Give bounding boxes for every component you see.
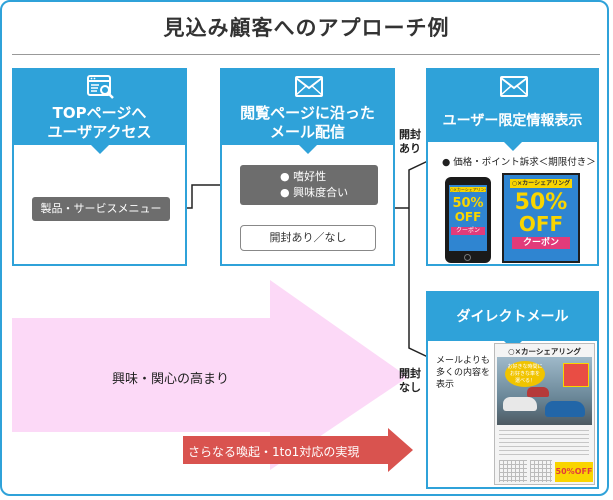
phone-screen: ○×カーシェアリング 50% OFF クーポン bbox=[449, 185, 487, 251]
browser-search-icon bbox=[87, 75, 114, 99]
connector-open bbox=[408, 159, 431, 208]
step-4-title: ダイレクトメール bbox=[456, 309, 569, 325]
step-2-title-line2: メール配信 bbox=[269, 123, 345, 141]
connector-unopened bbox=[408, 208, 431, 359]
flyer-header: ○×カーシェアリング bbox=[508, 347, 581, 356]
branch-unopened-line2: なし bbox=[399, 381, 421, 394]
flyer-sub3: 選べる！ bbox=[514, 378, 535, 384]
coupon-banner: ○×カーシェアリング 50% OFF クーポン bbox=[502, 173, 580, 263]
step-1-pointer bbox=[90, 145, 109, 154]
flyer-grid-1 bbox=[499, 460, 527, 482]
flyer-car-red bbox=[527, 387, 549, 397]
banner-badge: ○×カーシェアリング bbox=[510, 179, 572, 188]
banner-off: OFF bbox=[518, 212, 564, 236]
step-3-header: ユーザー限定情報表示 bbox=[428, 70, 597, 151]
interest-arrow-label: 興味・関心の高まり bbox=[112, 372, 230, 387]
step-email-delivery: 閲覧ページに沿った メール配信 ● 嗜好性 ● 興味度合い 開封あり／なし bbox=[220, 68, 395, 266]
mail-icon bbox=[295, 76, 323, 97]
phone-home-button bbox=[464, 254, 471, 261]
direct-mail-caption-line2: 多くの内容を bbox=[436, 368, 491, 378]
step-top-page-access: TOPページへ ユーザアクセス 製品・サービスメニュー bbox=[12, 68, 187, 266]
phone-off: OFF bbox=[454, 210, 482, 224]
branch-opened-line1: 開封 bbox=[399, 128, 421, 141]
branch-unopened-label: 開封 なし bbox=[399, 367, 421, 395]
bullet-interest-level: ● 興味度合い bbox=[280, 186, 349, 199]
red-arrow-label: さらなる喚起・1to1対応の実現 bbox=[188, 445, 360, 459]
bullet-preference: ● 嗜好性 bbox=[280, 170, 327, 183]
smartphone-mockup: ○×カーシェアリング 50% OFF クーポン bbox=[445, 177, 491, 263]
direct-mail-flyer: ○×カーシェアリング お好きな時間に お好きな車を 選べる！ 50%OFF bbox=[494, 343, 595, 485]
step-1-header: TOPページへ ユーザアクセス bbox=[14, 70, 185, 154]
branch-opened-line2: あり bbox=[399, 142, 421, 155]
phone-coupon: クーポン bbox=[451, 227, 485, 235]
banner-discount: 50% bbox=[514, 190, 568, 215]
branch-opened-label: 開封 あり bbox=[399, 128, 421, 156]
red-arrow-shape bbox=[183, 428, 413, 472]
direct-mail-caption-line3: 表示 bbox=[436, 380, 455, 390]
flyer-grid-2 bbox=[530, 460, 552, 482]
step-1-title-line1: TOPページへ bbox=[52, 104, 147, 122]
flyer-sunburst: お好きな時間に お好きな車を 選べる！ bbox=[505, 361, 545, 387]
flyer-car-blue bbox=[545, 401, 585, 417]
page-title: 見込み顧客へのアプローチ例 bbox=[163, 16, 450, 40]
flyer-car-white bbox=[503, 397, 537, 411]
title-divider bbox=[12, 54, 600, 55]
product-service-menu-button[interactable]: 製品・サービスメニュー bbox=[32, 197, 170, 221]
step-3-pointer bbox=[503, 142, 522, 151]
step-2-header: 閲覧ページに沿った メール配信 bbox=[222, 70, 393, 154]
step-2-pointer bbox=[298, 145, 317, 154]
bullet-interest-level-text: 興味度合い bbox=[293, 186, 349, 199]
step-direct-mail: ダイレクトメール メールよりも 多くの内容を 表示 ○×カーシェアリング お好き… bbox=[426, 291, 599, 489]
phone-badge: ○×カーシェアリング bbox=[450, 187, 486, 192]
banner-coupon: クーポン bbox=[512, 237, 570, 249]
flyer-price-tag bbox=[563, 363, 589, 387]
interest-arrow-shape bbox=[12, 280, 408, 470]
price-point-caption: ● 価格・ポイント訴求＜期限付き＞ bbox=[442, 157, 596, 168]
branch-unopened-line1: 開封 bbox=[399, 367, 421, 380]
step-2-title-line1: 閲覧ページに沿った bbox=[240, 104, 375, 122]
step-1-title-line2: ユーザアクセス bbox=[47, 123, 152, 141]
flyer-photo: お好きな時間に お好きな車を 選べる！ bbox=[497, 357, 592, 425]
flyer-body-text bbox=[499, 430, 589, 456]
step-user-limited-info: ユーザー限定情報表示 ● 価格・ポイント訴求＜期限付き＞ ○×カーシェアリング … bbox=[426, 68, 599, 266]
interest-arrow bbox=[12, 280, 408, 470]
bullet-preference-text: 嗜好性 bbox=[293, 170, 327, 183]
flyer-sub1: お好きな時間に bbox=[507, 364, 543, 370]
preference-interest-panel: ● 嗜好性 ● 興味度合い bbox=[240, 165, 378, 205]
flyer-price: 50%OFF bbox=[555, 462, 593, 482]
direct-mail-caption-line1: メールよりも bbox=[436, 356, 490, 366]
step-2-title: 閲覧ページに沿った メール配信 bbox=[222, 104, 393, 142]
opened-unopened-button[interactable]: 開封あり／なし bbox=[240, 225, 376, 251]
mail-icon bbox=[500, 76, 528, 97]
step-1-title: TOPページへ ユーザアクセス bbox=[14, 104, 185, 142]
phone-discount: 50% bbox=[452, 196, 484, 211]
step-3-title: ユーザー限定情報表示 bbox=[442, 113, 583, 129]
direct-mail-caption: メールよりも 多くの内容を 表示 bbox=[436, 355, 490, 391]
red-arrow bbox=[183, 428, 413, 472]
flyer-sub2: お好きな車を bbox=[509, 371, 540, 377]
step-4-header: ダイレクトメール bbox=[428, 293, 597, 350]
